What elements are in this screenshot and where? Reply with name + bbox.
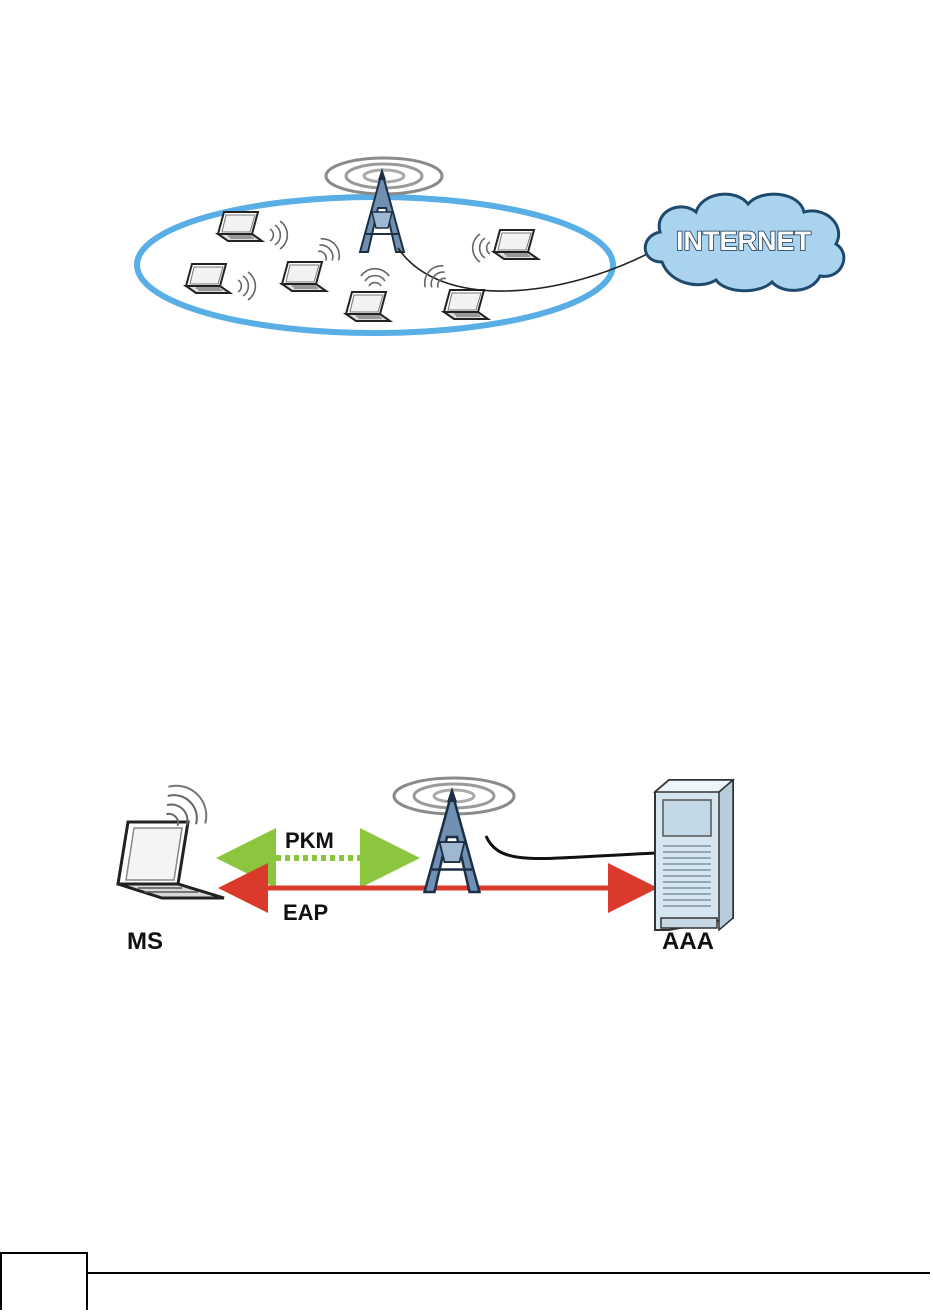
ms-label: MS [127, 928, 163, 956]
base-station-tower-icon [425, 787, 480, 892]
laptop-icon [346, 292, 390, 321]
page-number-box [0, 1252, 88, 1310]
wireless-signal-icon [361, 269, 389, 286]
aaa-label: AAA [662, 928, 714, 956]
laptop-icon [494, 230, 538, 259]
mobile-station-laptop-icon [118, 822, 224, 898]
laptop-icon [186, 264, 230, 293]
eap-label: EAP [283, 900, 328, 926]
authentication-flow-figure: PKM EAP MS AAA [0, 740, 933, 960]
laptop-icon [218, 212, 262, 241]
tower-server-link [486, 836, 656, 859]
wireless-network-figure: INTERNET [0, 0, 933, 380]
network-diagram-svg [0, 0, 933, 380]
wireless-signal-icon [238, 272, 255, 300]
laptop-icon [282, 262, 326, 291]
wireless-signal-icon [473, 234, 490, 262]
wireless-signal-icon [270, 221, 287, 249]
internet-label: INTERNET [676, 226, 811, 257]
authentication-diagram-svg [0, 740, 933, 960]
aaa-server-icon [655, 780, 733, 930]
wireless-signal-icon [420, 261, 451, 294]
pkm-label: PKM [285, 828, 334, 854]
laptop-icon [444, 290, 488, 319]
footer-rule [88, 1272, 930, 1274]
